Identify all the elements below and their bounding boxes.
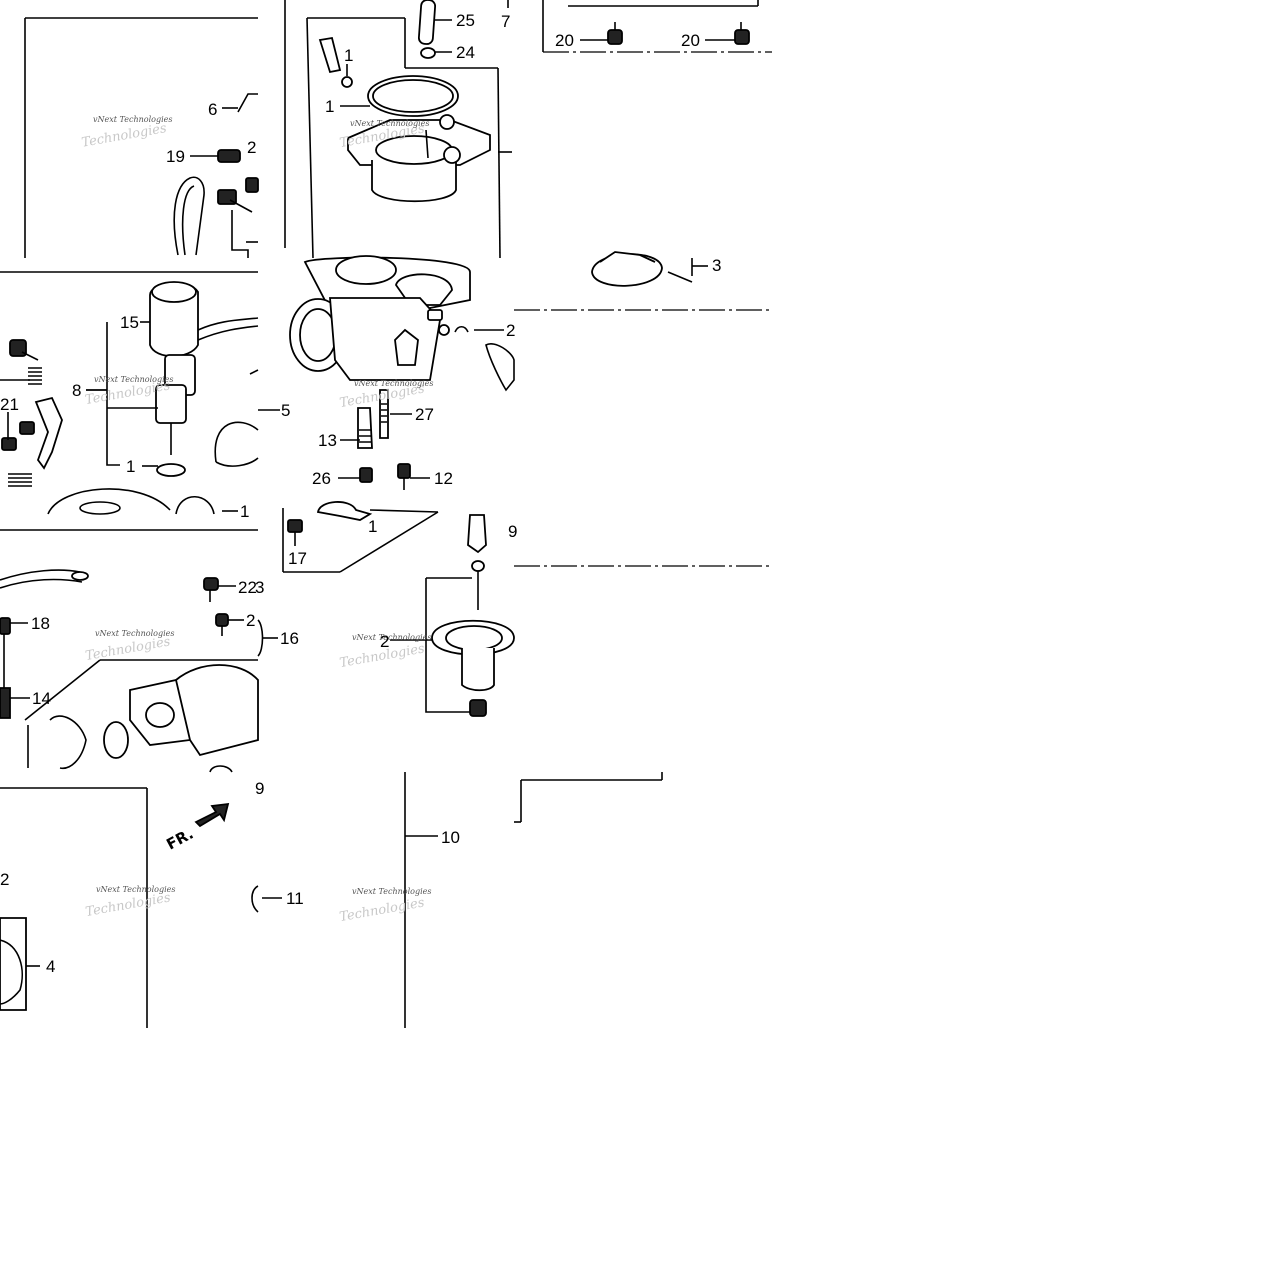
watermark: Technologies [84,890,172,920]
callout-4: 4 [46,957,55,976]
callout-20: 20 [555,31,574,50]
watermark: vNext Technologies [354,379,433,388]
callout-5: 5 [281,401,290,420]
callout-11: 11 [286,889,304,908]
callout-7: 7 [501,12,510,31]
callout-25: 25 [456,11,475,30]
intake-section [0,569,259,773]
callout-10: 10 [441,828,460,847]
callout-18: 18 [31,614,50,633]
callout-1: 1 [325,97,334,116]
watermark: vNext Technologies [352,887,431,896]
callout-2: 2 [506,321,515,340]
callout-2: 2 [247,138,256,157]
watermark: vNext Technologies [350,119,429,128]
callout-1: 1 [126,457,135,476]
callout-6: 6 [208,100,217,119]
watermark: vNext Technologies [96,885,175,894]
callout-14: 14 [32,689,51,708]
callout-9: 9 [508,522,517,541]
callout-1: 1 [344,46,353,65]
watermark: Technologies [80,121,168,151]
front-arrow-label: FR. [163,825,196,854]
callout-16: 16 [280,629,299,648]
callout-1: 1 [368,517,377,536]
callout-2: 2 [246,611,255,630]
callout-23: 3 [255,578,264,597]
watermarks: Technologies vNext Technologies Technolo… [80,115,433,925]
carburetor-body [287,255,515,546]
callout-19: 19 [166,147,185,166]
watermark: vNext Technologies [352,633,431,642]
callout-24: 24 [456,43,475,62]
autochoke-section [1,281,280,515]
callout-8: 8 [72,381,81,400]
callout-15: 15 [120,313,139,332]
top-right-parts [591,22,750,287]
callout-9: 9 [255,779,264,798]
float-chamber [318,0,512,203]
watermark: vNext Technologies [95,629,174,638]
top-left-parts [173,93,259,258]
leader-lines [0,19,735,699]
callout-1: 1 [240,502,249,521]
frame-lines [0,0,772,1028]
watermark: vNext Technologies [94,375,173,384]
watermark: vNext Technologies [93,115,172,124]
diaphragm-section [390,514,515,717]
callout-13: 13 [318,431,337,450]
callout-17: 17 [288,549,307,568]
callout-2: 2 [0,870,9,889]
callout-22: 22 [238,578,257,597]
watermark: Technologies [338,895,426,925]
callout-21: 21 [0,395,19,414]
callout-26: 26 [312,469,331,488]
front-direction-arrow: FR. [163,802,230,854]
bottom-left-parts [0,835,438,1011]
callout-3: 3 [712,256,721,275]
callout-12: 12 [434,469,453,488]
callout-labels: 25 7 24 20 20 1 1 6 19 2 3 15 8 2 5 21 2… [0,11,721,976]
callout-27: 27 [415,405,434,424]
callout-20: 20 [681,31,700,50]
callout-2: 2 [380,632,389,651]
